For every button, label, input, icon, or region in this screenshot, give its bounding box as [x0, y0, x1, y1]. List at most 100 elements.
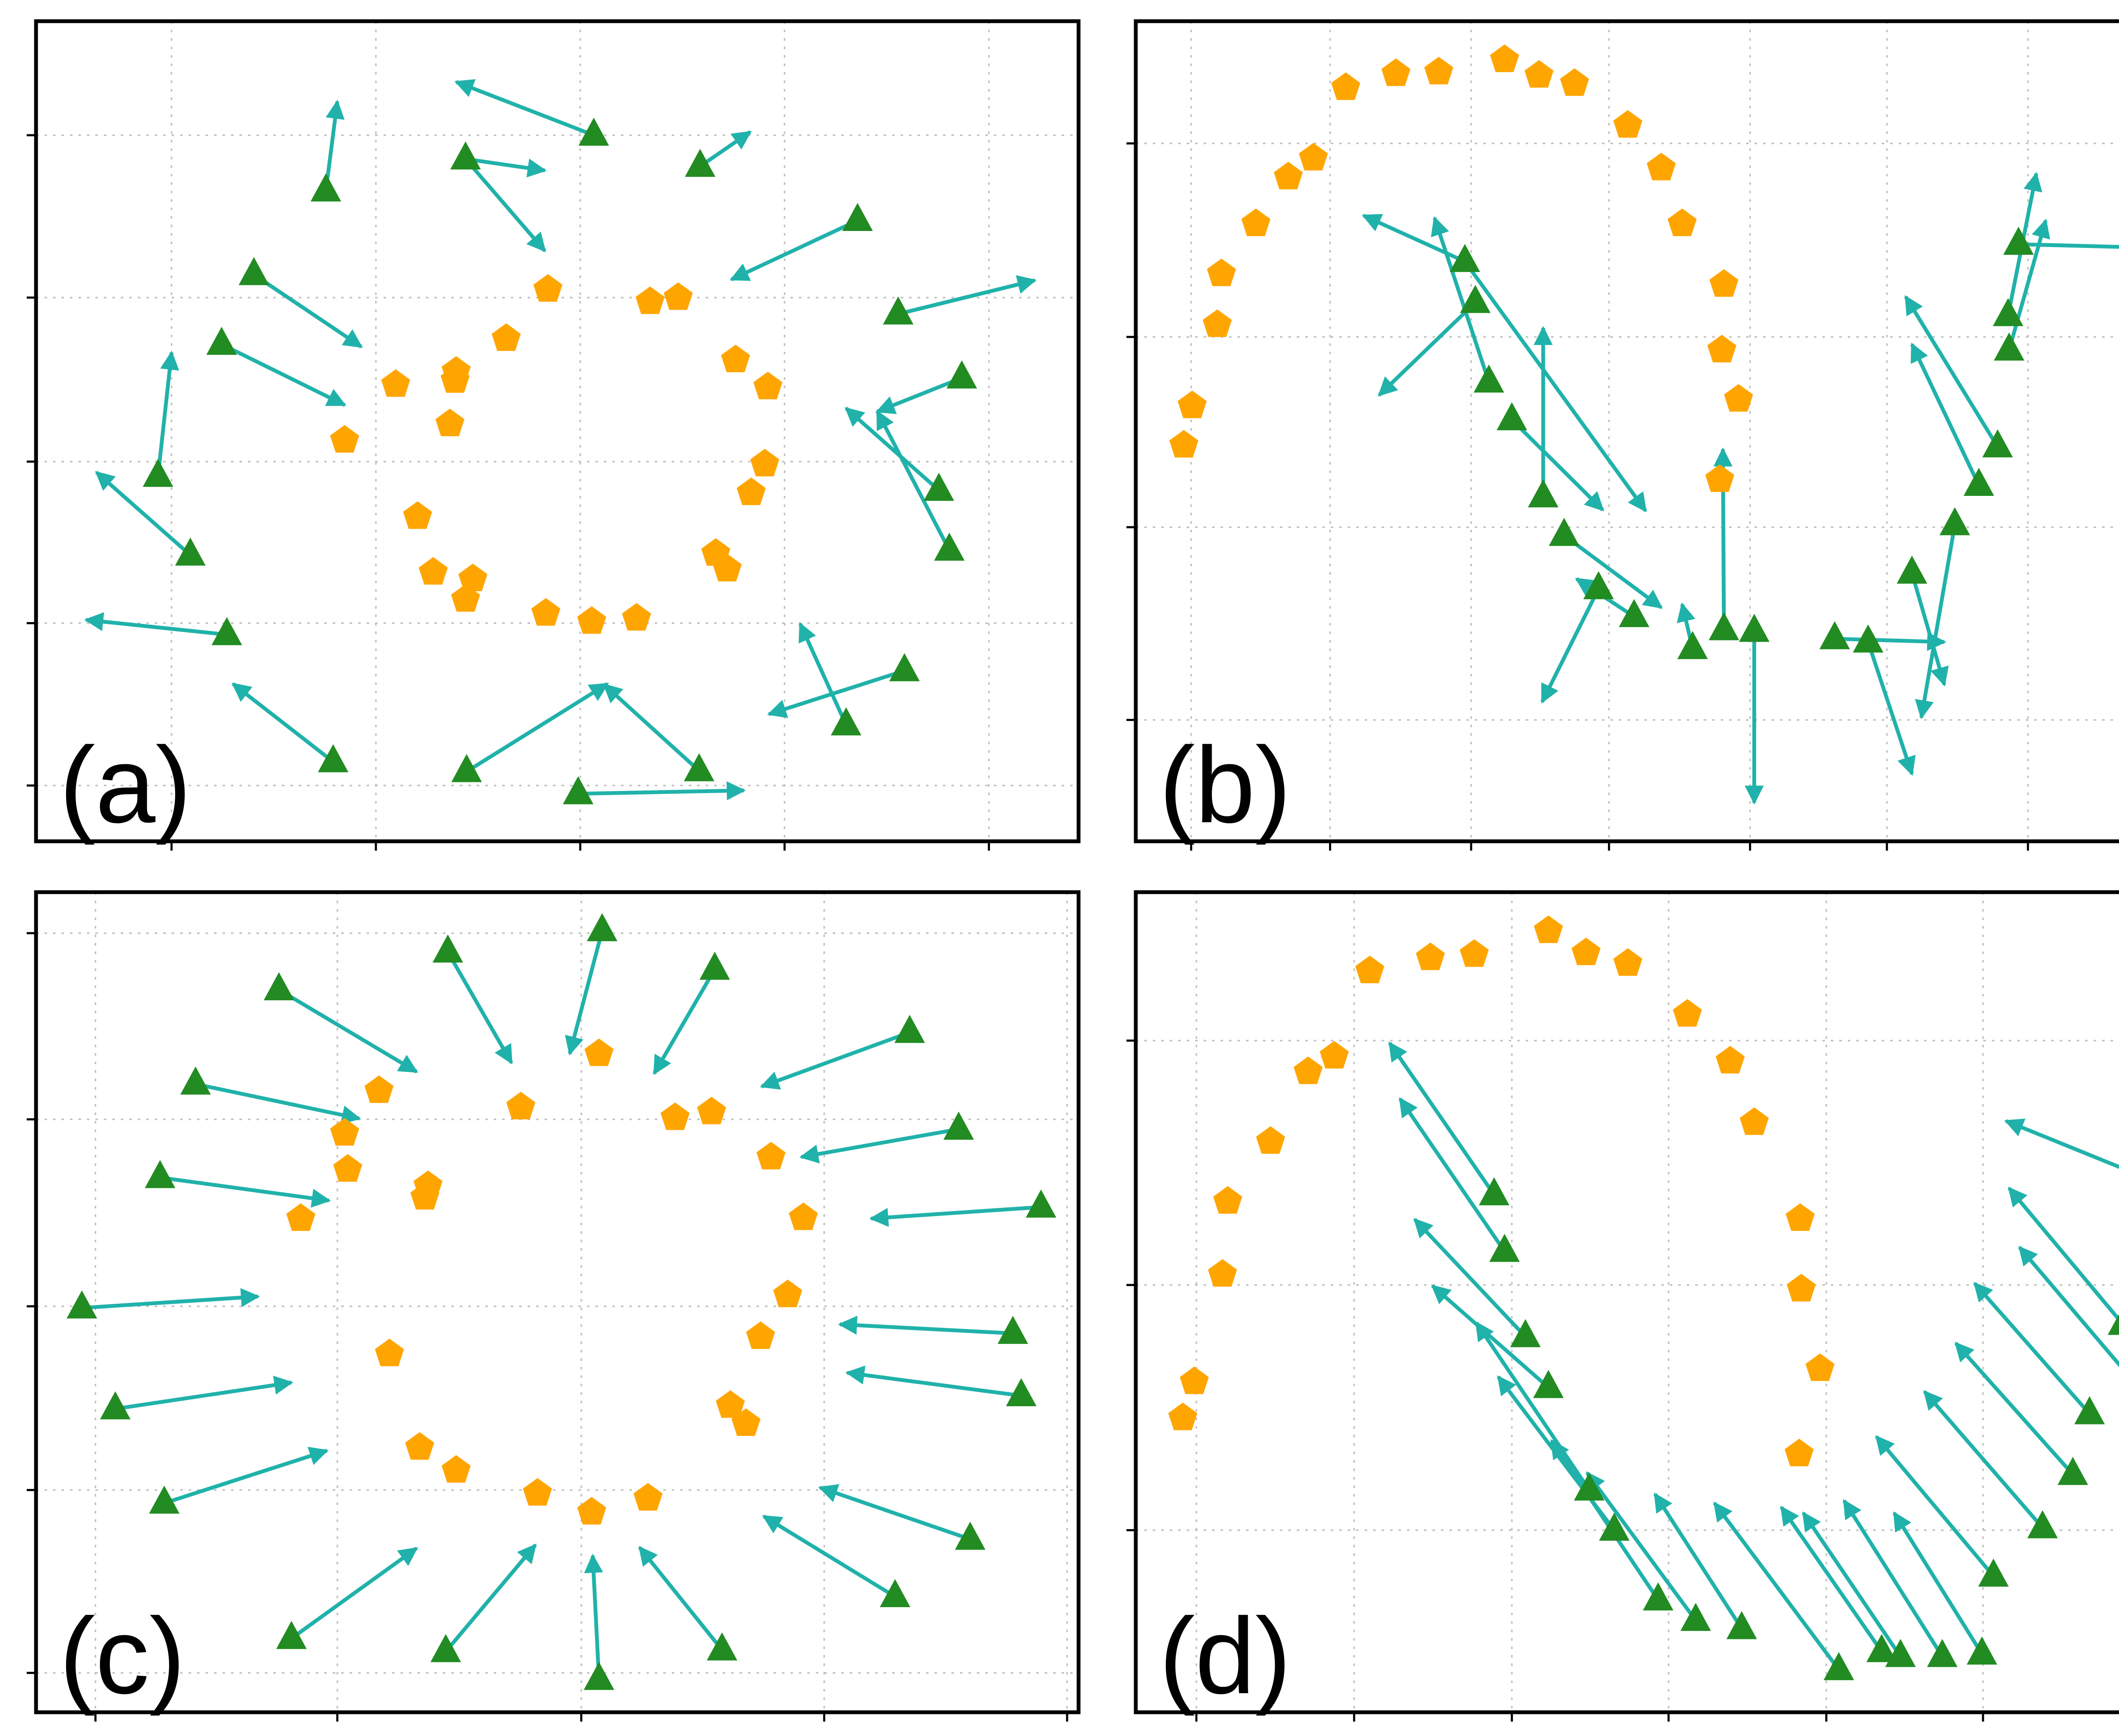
panel-d-source-point-18	[1805, 1353, 1835, 1381]
panel-c-source-point-21	[333, 1154, 362, 1182]
panel-c-source-point-17	[442, 1455, 471, 1483]
panel-b-source-point-15	[1668, 208, 1697, 236]
panel-a-arrow-10	[798, 622, 848, 726]
panel-d-arrow-0	[1388, 1041, 1496, 1196]
panel-a-label: (a)	[59, 725, 192, 846]
panel-d-source-point-4	[1256, 1126, 1285, 1154]
panel-c-arrow-4	[759, 1030, 911, 1090]
panel-b-arrow-11	[1834, 632, 1947, 651]
panel-b-source-point-4	[1241, 208, 1271, 236]
panel-b-source-point-8	[1381, 58, 1410, 86]
panel-d-source-point-6	[1320, 1041, 1349, 1069]
panel-a-source-point-6	[664, 282, 693, 310]
panel-a-source-point-10	[737, 477, 766, 505]
panel-b-arrow-12	[1866, 641, 1916, 776]
panel-d-source-point-10	[1534, 915, 1563, 943]
panel-b-grid	[1136, 21, 2119, 841]
panel-a-grid	[36, 21, 1079, 841]
panel-c-arrow-11	[638, 1546, 724, 1651]
panel-a-arrow-18	[220, 342, 347, 407]
panel-c-source-point-1	[330, 1118, 359, 1146]
panel-d-source-points	[1168, 915, 1835, 1466]
panel-a-arrow-12	[578, 781, 746, 801]
panel-b-source-point-2	[1203, 309, 1232, 337]
panel-d-target-point-8	[1726, 1611, 1757, 1639]
panel-d-source-point-11	[1571, 938, 1601, 965]
panel-b-arrow-20	[1463, 260, 1647, 512]
panel-d-source-point-7	[1355, 955, 1385, 983]
panel-c-arrow-1	[446, 951, 513, 1065]
panel-b-arrow-0	[1362, 214, 1466, 264]
panel-a-arrow-3	[699, 130, 752, 168]
panel-c-source-point-7	[697, 1096, 726, 1124]
panel-b-source-point-16	[1709, 269, 1738, 297]
panel-b-source-point-14	[1646, 153, 1676, 181]
panel-b-source-point-19	[1705, 464, 1735, 492]
panel-d-arrow-11	[1802, 1511, 1902, 1658]
panel-d-arrow-18	[2018, 1246, 2119, 1368]
panel-b-arrow-17	[2007, 218, 2050, 351]
panel-d-arrow-8	[1653, 1492, 1744, 1630]
panel-a-target-point-19	[239, 257, 270, 285]
panel-a-arrow-19	[253, 273, 363, 348]
panel-b-target-point-17	[1994, 332, 2024, 361]
panel-b-source-point-7	[1331, 72, 1360, 100]
panel-b-target-point-0	[1449, 244, 1480, 272]
panel-a-target-point-5	[883, 296, 914, 325]
panel-a-target-point-18	[206, 327, 237, 355]
panel-d-arrow-14	[1875, 1435, 1995, 1577]
panel-a-target-point-1	[450, 141, 481, 170]
panel-a-target-point-17	[142, 459, 173, 487]
panel-a-arrow-6	[876, 376, 963, 415]
panel-c-source-point-10	[773, 1280, 802, 1308]
panel-c-target-point-12	[584, 1662, 615, 1690]
panel-c-arrow-13	[444, 1543, 537, 1653]
panel-c-arrow-3	[652, 968, 717, 1075]
panel-b-target-point-13	[1897, 555, 1927, 584]
panel-d-target-point-15	[2027, 1510, 2058, 1538]
panel-d-source-point-5	[1293, 1056, 1323, 1084]
panel-c-arrow-6	[869, 1205, 1041, 1227]
panel-c-arrow-19	[195, 1082, 362, 1124]
panel-a-source-point-4	[533, 274, 563, 302]
panel-a-source-point-18	[419, 557, 448, 585]
panel-c-source-point-2	[364, 1075, 394, 1103]
panel-a-arrow-13	[465, 682, 609, 773]
panel-b-target-point-5	[1549, 517, 1580, 546]
panel-c-source-point-12	[716, 1390, 745, 1418]
panel-c-target-point-16	[100, 1391, 131, 1419]
panel-b-source-point-5	[1274, 161, 1303, 189]
panel-a-target-point-15	[211, 617, 242, 645]
panel-b-arrow-5	[1563, 534, 1663, 609]
panel-a-source-point-15	[531, 598, 561, 626]
panel-d-target-point-4	[1574, 1472, 1605, 1501]
panel-b-source-point-1	[1177, 390, 1207, 418]
panel-a-target-point-2	[578, 117, 609, 146]
panel-b-arrow-19	[2018, 242, 2119, 249]
panel-c-source-point-9	[789, 1202, 818, 1230]
panel-a-target-point-8	[934, 532, 965, 561]
panel-a-target-point-0	[310, 173, 341, 202]
panel-b-source-point-0	[1169, 430, 1199, 458]
panel-c-arrows	[81, 930, 1041, 1680]
panel-c-source-points	[286, 1038, 818, 1525]
panel-c-arrow-17	[81, 1288, 260, 1310]
panel-b-target-point-2	[1474, 364, 1504, 393]
panel-a-target-points	[142, 117, 977, 804]
panel-a-source-point-12	[712, 554, 742, 581]
panel-a-source-point-17	[458, 563, 487, 591]
panel-a-target-point-10	[831, 707, 862, 736]
panel-d-target-point-14	[1978, 1558, 2009, 1587]
panel-c-label: (c)	[59, 1596, 185, 1717]
panel-a-source-point-5	[635, 286, 665, 314]
panel-b-source-point-6	[1299, 143, 1328, 171]
panel-c-target-point-19	[180, 1066, 211, 1095]
panel-a-arrow-0	[324, 100, 345, 192]
panel-d-frame	[1134, 890, 2119, 1714]
panel-d-arrow-15	[1923, 1390, 2044, 1529]
panel-c-target-point-1	[432, 934, 463, 963]
panel-b-target-point-8	[1677, 631, 1708, 659]
panel-d-target-point-10	[1866, 1634, 1897, 1662]
panel-b-target-point-6	[1583, 571, 1614, 599]
